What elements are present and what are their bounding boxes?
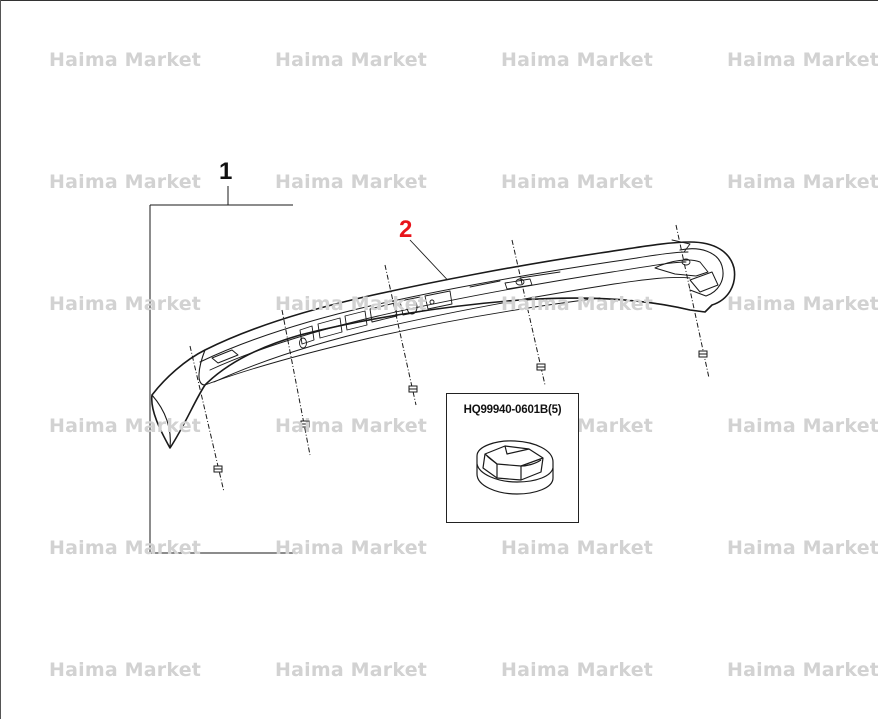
- callout-assembly-number[interactable]: 1: [219, 158, 233, 185]
- top-border: [0, 0, 878, 1]
- nut-markers: [213, 350, 708, 473]
- rear-spoiler: [150, 239, 736, 449]
- flange-nut-icon: [476, 440, 554, 495]
- fastener-part-number: HQ99940-0601B(5): [463, 404, 562, 416]
- assembly-bracket: [149, 186, 298, 554]
- callout-part-number[interactable]: 2: [399, 216, 413, 243]
- fastener-detail-box[interactable]: HQ99940-0601B(5): [446, 393, 579, 523]
- left-border: [0, 0, 1, 719]
